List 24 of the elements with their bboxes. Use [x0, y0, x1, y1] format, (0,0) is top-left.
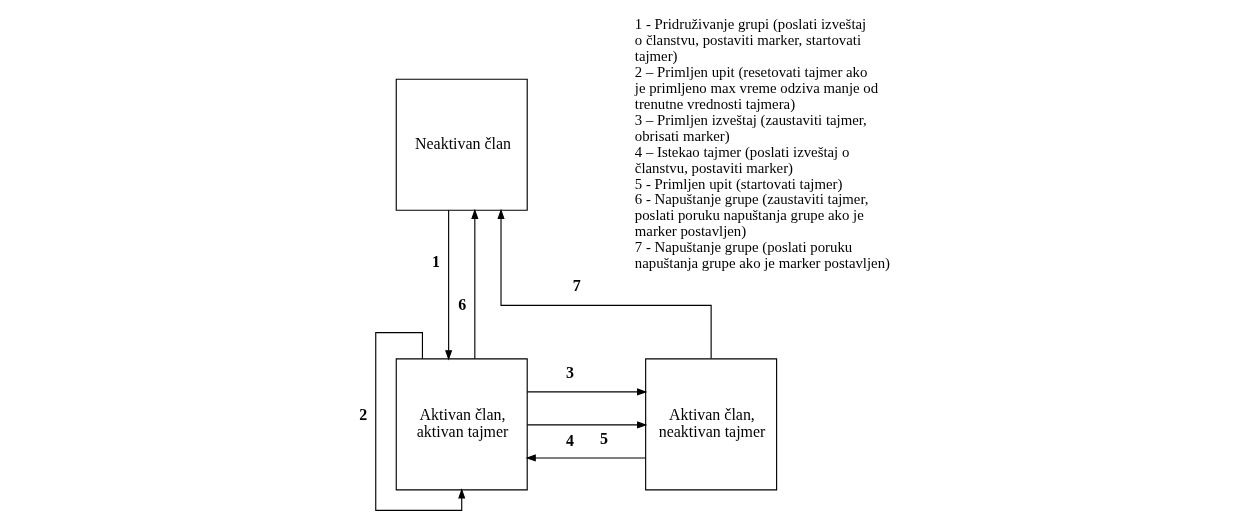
label: 6 - Napuštanje grupe (zaustaviti tajmer, poslati poruku napuštanja grupe ako je marker postavljen): [634, 191, 868, 240]
arrow: [526, 388, 647, 396]
label: 2 – Primljen upit (resetovati tajmer ako je primljeno max vreme odziva manje od trenutne vrednosti tajmera): [634, 63, 878, 112]
arrow: [496, 208, 712, 360]
label: 4 – Istekao tajmer (poslati izveštaj o članstvu, postaviti marker): [634, 143, 849, 176]
arrow: [444, 209, 452, 361]
label: 3 – Primljen izveštaj (zaustaviti tajmer, obrisati marker): [634, 111, 867, 144]
arrow: [374, 332, 465, 511]
edge-label: 5: [599, 429, 608, 447]
edge-label: 4: [565, 432, 574, 450]
edge-label: 2: [358, 406, 367, 424]
node-box: Aktivan član, aktivan tajmer: [395, 358, 528, 491]
node-box: Neaktivan član: [395, 78, 528, 211]
arrow: [470, 208, 478, 360]
label: 1 - Pridruživanje grupi (poslati izveštaj o članstvu, postaviti marker, startovati tajmer): [634, 16, 866, 64]
node-box: Aktivan član, neaktivan tajmer: [644, 358, 777, 491]
label: 5 - Primljen upit (startovati tajmer): [634, 175, 842, 192]
arrow: [525, 454, 646, 462]
edge-label: 7: [572, 277, 581, 295]
edge-label: 3: [565, 363, 574, 381]
edge-label: 1: [431, 252, 440, 270]
label: 7 - Napuštanje grupe (poslati poruku napuštanja grupe ako je marker postavljen): [634, 239, 890, 272]
arrow: [526, 421, 647, 429]
edge-label: 6: [457, 295, 466, 313]
